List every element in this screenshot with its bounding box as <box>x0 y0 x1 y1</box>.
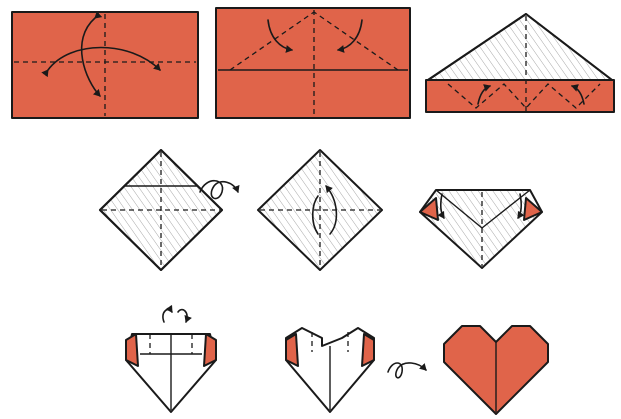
curved-arrow-icon <box>163 310 172 322</box>
step-2-corners-to-center <box>216 8 410 118</box>
bottom-strip <box>426 80 614 112</box>
step-9-finished-heart <box>444 326 548 414</box>
hatch-overlay <box>428 14 612 80</box>
step-5-fold-bottom-up <box>258 150 382 270</box>
paper-sheet <box>216 8 410 118</box>
step-8-tuck-points <box>286 328 374 412</box>
step-3-fold-bottom-up <box>426 14 614 112</box>
step-6-fold-sides <box>420 190 542 268</box>
left-side-flap <box>286 334 298 366</box>
turn-over-loop-icon <box>388 363 426 378</box>
folded-shape <box>420 190 542 268</box>
step-1-fold-in-half <box>12 12 198 118</box>
right-side-flap <box>204 334 216 366</box>
step-7-fold-top-corners <box>126 310 216 412</box>
right-side-flap <box>362 334 374 366</box>
left-side-flap <box>126 334 138 366</box>
curved-arrow-icon <box>178 310 187 322</box>
step-4-diamond-turn-over <box>100 150 238 270</box>
